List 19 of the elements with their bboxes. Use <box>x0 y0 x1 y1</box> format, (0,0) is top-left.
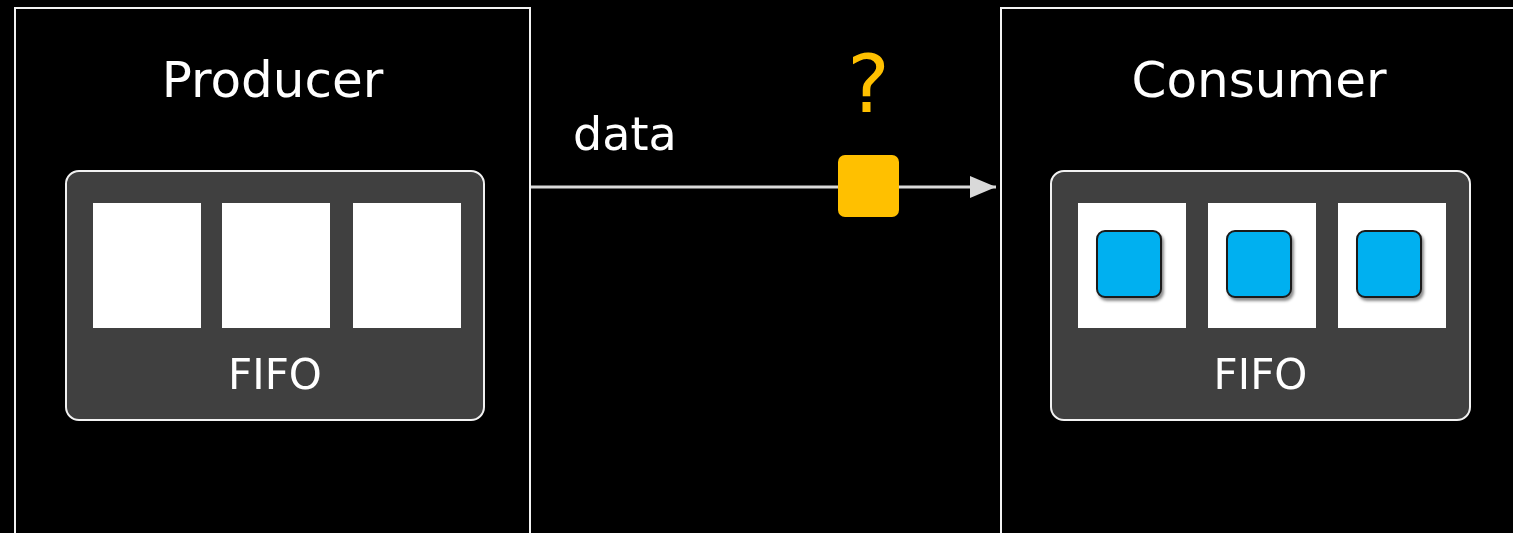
process-box <box>14 7 531 533</box>
fifo-panel <box>1050 170 1471 421</box>
data-item <box>1356 230 1422 298</box>
process-box <box>1000 7 1513 533</box>
fifo-label: FIFO <box>228 352 322 399</box>
data-item <box>1226 230 1292 298</box>
data-item <box>1096 230 1162 298</box>
fifo-label: FIFO <box>1213 352 1308 399</box>
queue-slot <box>93 203 201 328</box>
arrow <box>899 176 996 198</box>
queue-slot <box>1338 203 1446 328</box>
queue-slot <box>1078 203 1186 328</box>
queue-slot <box>222 203 330 328</box>
fifo-panel <box>65 170 485 421</box>
question-mark: ? <box>847 45 890 125</box>
node-title: Consumer <box>1131 53 1387 108</box>
queue-slot <box>353 203 461 328</box>
queue-slot <box>1208 203 1316 328</box>
node-title: Producer <box>161 53 384 108</box>
